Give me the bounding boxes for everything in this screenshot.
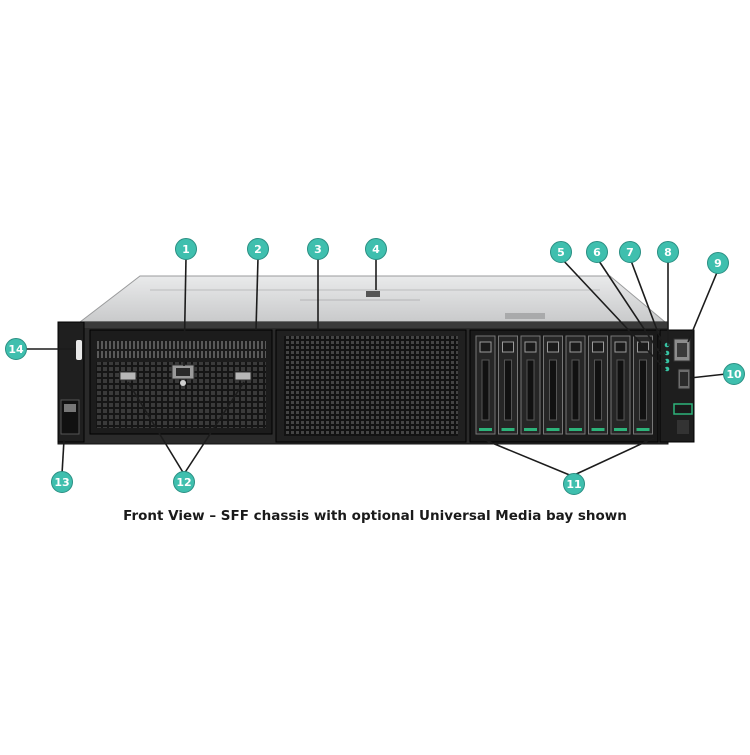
callout-number: 1: [182, 243, 190, 256]
usb-port-right[interactable]: [234, 371, 252, 381]
callout-number: 14: [8, 343, 24, 356]
drive-led: [479, 428, 492, 431]
drive-bay[interactable]: [610, 335, 631, 435]
drive-bay[interactable]: [475, 335, 496, 435]
callout-number: 3: [314, 243, 322, 256]
power-button-led[interactable]: [664, 366, 670, 372]
uid-led: [664, 358, 670, 364]
drive-bay[interactable]: [633, 335, 653, 435]
callout-14: 14: [5, 338, 27, 360]
serial-pull-tab[interactable]: [76, 340, 82, 360]
right-control-panel: [659, 329, 695, 443]
drive-led: [569, 428, 582, 431]
left-rack-ear: [57, 321, 85, 443]
optical-drive-slot: [96, 340, 266, 358]
callout-number: 9: [714, 257, 722, 270]
drive-led: [501, 428, 515, 431]
callout-number: 13: [54, 476, 69, 489]
drive-led: [524, 428, 537, 431]
callout-number: 10: [726, 368, 742, 381]
callout-number: 7: [626, 246, 634, 259]
callout-8: 8: [657, 241, 679, 263]
drive-led: [546, 428, 560, 431]
figure-caption: Front View – SFF chassis with optional U…: [123, 508, 627, 524]
drive-bay[interactable]: [498, 335, 518, 435]
drive-bay[interactable]: [520, 335, 541, 435]
universal-media-bay: [89, 329, 273, 435]
drive-bays: [475, 335, 653, 435]
callout-13: 13: [51, 471, 73, 493]
leader-lines: [24, 257, 727, 477]
drive-bay[interactable]: [565, 335, 586, 435]
drive-led: [614, 428, 627, 431]
callout-11: 11: [563, 473, 585, 495]
callout-number: 11: [566, 478, 581, 491]
callout-6: 6: [586, 241, 608, 263]
callout-number: 12: [176, 476, 191, 489]
callout-number: 2: [254, 243, 262, 256]
drive-led: [591, 428, 605, 431]
callout-10: 10: [723, 363, 745, 385]
top-cover-label: [366, 291, 380, 297]
callout-3: 3: [307, 238, 329, 260]
callout-number: 4: [372, 243, 380, 256]
callout-12: 12: [173, 471, 195, 493]
front-bezel-vent: [275, 329, 467, 443]
callout-1: 1: [175, 238, 197, 260]
drive-bay[interactable]: [588, 335, 608, 435]
callout-9: 9: [707, 252, 729, 274]
chassis-top: [78, 275, 667, 323]
callout-number: 6: [593, 246, 601, 259]
drive-bay[interactable]: [543, 335, 563, 435]
callout-2: 2: [247, 238, 269, 260]
usb-port-left[interactable]: [119, 371, 137, 381]
drive-led: [636, 428, 650, 431]
callout-4: 4: [365, 238, 387, 260]
callout-number: 8: [664, 246, 672, 259]
callout-5: 5: [550, 241, 572, 263]
callout-7: 7: [619, 241, 641, 263]
callout-number: 5: [557, 246, 565, 259]
drive-cage: [469, 329, 659, 443]
serial-label-pull-tab[interactable]: [673, 403, 693, 415]
